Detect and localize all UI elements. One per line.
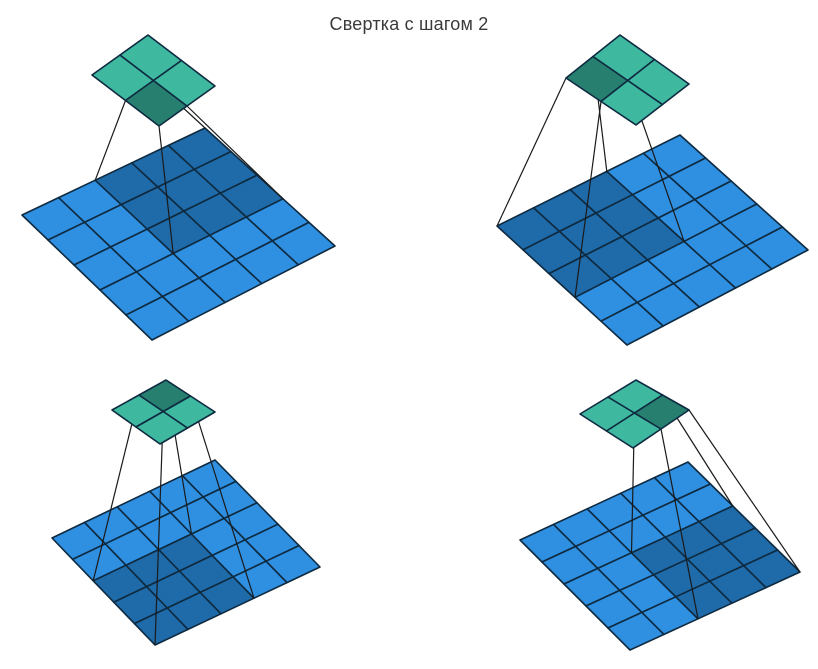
input-grid-cell (271, 221, 336, 266)
projection-line (158, 125, 174, 254)
panel-top-right (496, 34, 809, 346)
output-grid-cell (162, 395, 216, 429)
panel-bottom-left (51, 379, 321, 646)
panel-top-left (21, 34, 336, 341)
projection-line (574, 101, 602, 298)
projection-line (189, 395, 255, 599)
input-grid-cell (745, 226, 809, 270)
input-grid-cell (265, 544, 321, 584)
projection-line (496, 77, 567, 227)
projection-line (186, 105, 284, 200)
projection-line (94, 100, 127, 181)
output-grid-cell (152, 59, 216, 107)
output-grid-cell-active (633, 394, 690, 430)
projection-line (92, 394, 140, 581)
projection-line (660, 428, 699, 619)
projection-line (154, 411, 164, 646)
output-grid-cell (626, 58, 690, 106)
diagram-title: Свертка с шагом 2 (329, 14, 489, 34)
panel-bottom-right (519, 379, 801, 651)
projection-line (688, 409, 801, 573)
